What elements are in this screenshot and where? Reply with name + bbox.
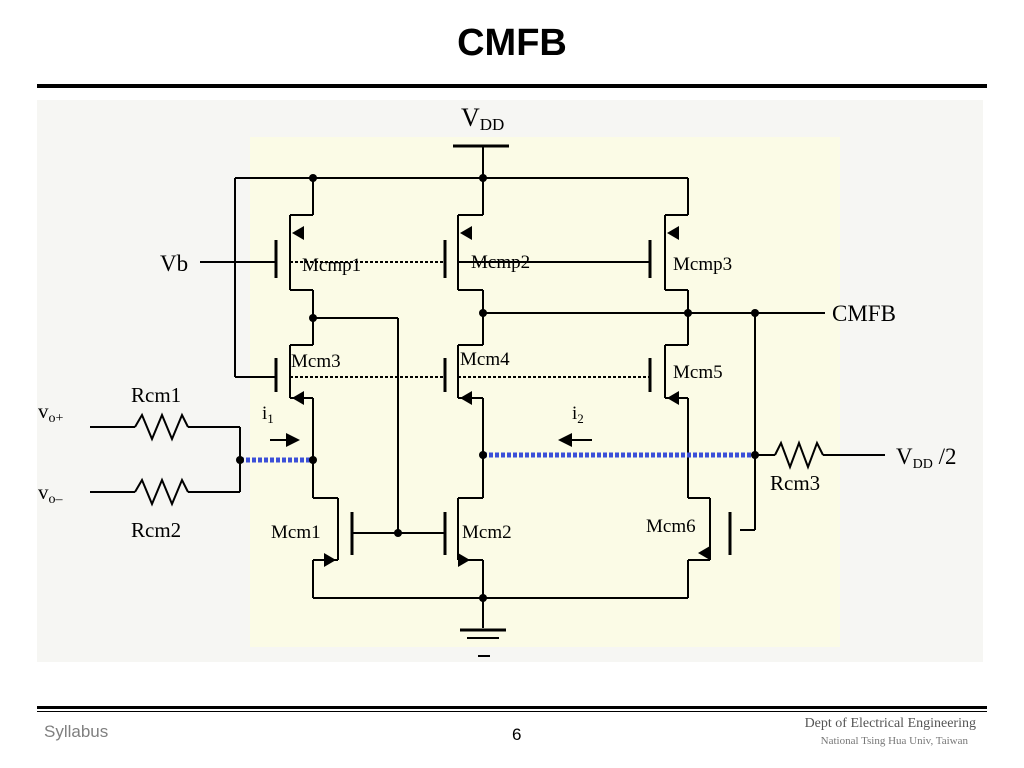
footer-divider-thin [37, 711, 987, 712]
transistor-mcm2-label: Mcm2 [462, 522, 512, 543]
footer-syllabus-link[interactable]: Syllabus [44, 722, 109, 741]
current-i1-label: i1 [262, 403, 274, 426]
footer-divider [37, 706, 987, 709]
slide-title: CMFB [457, 22, 567, 64]
vdd-label: VDD [461, 103, 504, 134]
transistor-mcm6-label: Mcm6 [646, 516, 696, 537]
title-divider [37, 84, 987, 88]
resistor-rcm1-label: Rcm1 [131, 383, 181, 407]
current-i2-label: i2 [572, 403, 584, 426]
footer-university: National Tsing Hua Univ, Taiwan [820, 735, 968, 747]
transistor-mcmp2-label: Mcmp2 [471, 252, 530, 273]
resistor-rcm2-label: Rcm2 [131, 518, 181, 542]
vo-plus-label: vo+ [38, 399, 64, 426]
transistor-mcmp1-label: Mcmp1 [302, 255, 361, 276]
cmfb-output-label: CMFB [832, 301, 896, 326]
vdd-half-label: VDD /2 [896, 444, 957, 472]
footer-department: Dept of Electrical Engineering [804, 716, 976, 731]
vb-label: Vb [160, 251, 188, 276]
page-number: 6 [512, 725, 522, 744]
resistor-rcm3-label: Rcm3 [770, 471, 820, 495]
transistor-mcm4-label: Mcm4 [460, 349, 510, 370]
circuit-background-highlight [250, 137, 840, 647]
transistor-mcmp3-label: Mcmp3 [673, 254, 732, 275]
vo-minus-label: vo– [38, 480, 64, 507]
transistor-mcm1-label: Mcm1 [271, 522, 321, 543]
transistor-mcm3-label: Mcm3 [291, 351, 341, 372]
transistor-mcm5-label: Mcm5 [673, 362, 723, 383]
